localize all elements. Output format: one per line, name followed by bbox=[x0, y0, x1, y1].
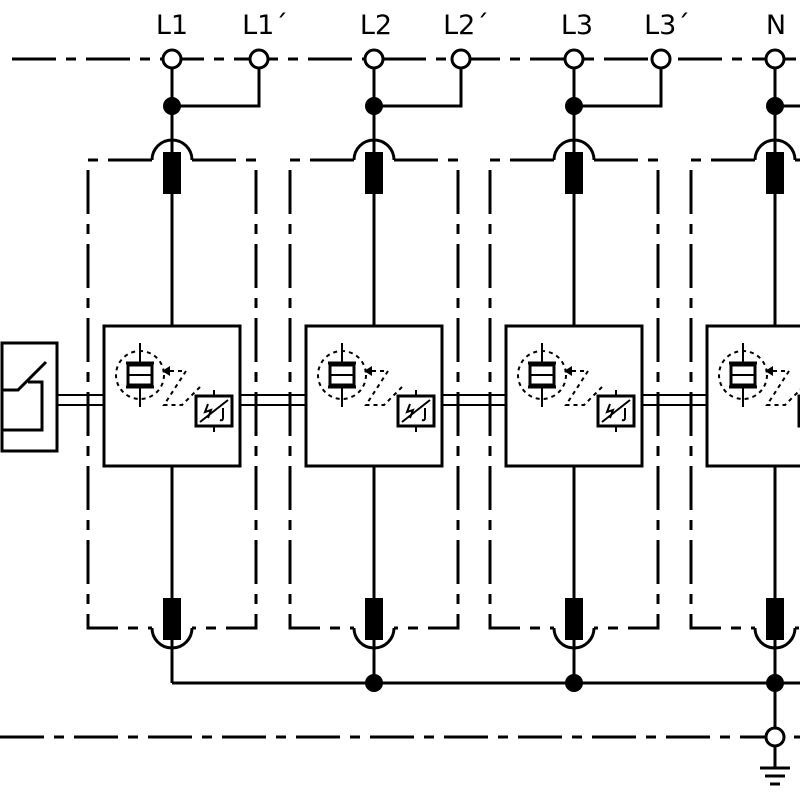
terminal-label-l1-prime: L1´ bbox=[242, 10, 288, 41]
junction-top-n bbox=[766, 97, 784, 115]
terminal-n bbox=[764, 48, 786, 70]
trip-arrow-l1 bbox=[162, 366, 170, 376]
terminal-l3-prime bbox=[650, 48, 672, 70]
pe-terminal bbox=[764, 726, 786, 748]
protection-pole-l3 bbox=[488, 48, 672, 683]
terminal-l1 bbox=[161, 48, 183, 70]
plug-contact-bottom-l1 bbox=[150, 627, 194, 650]
prime-link-l3 bbox=[574, 68, 663, 108]
lightning-icon-l1 bbox=[203, 403, 213, 419]
trip-linkage-n bbox=[765, 370, 800, 406]
trip-arrow-n bbox=[765, 366, 773, 376]
lightning-icon-l2 bbox=[405, 403, 415, 419]
fuse-bottom-l1 bbox=[163, 598, 181, 640]
terminal-labels: L1 L1´ L2 L2´ L3 L3´ N bbox=[156, 10, 786, 41]
plug-contact-bottom-l3 bbox=[552, 627, 596, 650]
trip-linkage-l1 bbox=[162, 370, 201, 406]
module-outline-left-n bbox=[689, 158, 755, 630]
terminal-label-l1: L1 bbox=[156, 10, 188, 41]
module-outline-right-l1 bbox=[192, 158, 258, 630]
plug-contact-top-n bbox=[753, 138, 797, 161]
protection-pole-n bbox=[689, 48, 800, 683]
terminal-label-l3-prime: L3´ bbox=[644, 10, 690, 41]
fuse-bottom-n bbox=[766, 598, 784, 640]
plug-contact-bottom-l2 bbox=[352, 627, 396, 650]
module-outline-right-l2 bbox=[394, 158, 460, 630]
module-outline-left-l1 bbox=[86, 158, 152, 630]
junction-top-l3 bbox=[565, 97, 583, 115]
fuse-bottom-l2 bbox=[365, 598, 383, 640]
lightning-icon-l3 bbox=[605, 403, 615, 419]
plug-contact-bottom-n bbox=[753, 627, 797, 650]
bus-junction-l2 bbox=[365, 674, 383, 692]
bus-junction-l3 bbox=[565, 674, 583, 692]
terminal-label-l3: L3 bbox=[561, 10, 593, 41]
terminal-l1-prime bbox=[248, 48, 270, 70]
terminal-label-l2: L2 bbox=[360, 10, 392, 41]
module-outline-left-l3 bbox=[488, 158, 554, 630]
terminal-l2-prime bbox=[450, 48, 472, 70]
fuse-top-l2 bbox=[365, 152, 383, 194]
fuse-top-l1 bbox=[163, 152, 181, 194]
trip-linkage-l2 bbox=[364, 370, 403, 406]
trip-linkage-l3 bbox=[564, 370, 603, 406]
junction-top-l1 bbox=[163, 97, 181, 115]
protection-pole-l2 bbox=[288, 48, 472, 683]
terminal-label-l2-prime: L2´ bbox=[443, 10, 489, 41]
module-outline-left-l2 bbox=[288, 158, 354, 630]
plug-contact-top-l3 bbox=[552, 138, 596, 161]
prime-link-l1 bbox=[172, 68, 261, 108]
junction-top-l2 bbox=[365, 97, 383, 115]
terminal-l2 bbox=[363, 48, 385, 70]
earth-terminal bbox=[760, 683, 790, 786]
fuse-top-l3 bbox=[565, 152, 583, 194]
trip-arrow-l2 bbox=[364, 366, 372, 376]
prime-link-l2 bbox=[374, 68, 463, 108]
module-outline-right-l3 bbox=[594, 158, 660, 630]
plug-contact-top-l1 bbox=[150, 138, 194, 161]
terminal-label-n: N bbox=[766, 10, 786, 41]
remote-signal-contact bbox=[0, 341, 59, 453]
switch-contact-icon bbox=[2, 360, 48, 392]
plug-contact-top-l2 bbox=[352, 138, 396, 161]
terminal-l3 bbox=[563, 48, 585, 70]
trip-arrow-l3 bbox=[564, 366, 572, 376]
remote-signal-box bbox=[0, 341, 59, 453]
protection-pole-l1 bbox=[86, 48, 270, 683]
fuse-top-n bbox=[766, 152, 784, 194]
fuse-bottom-l3 bbox=[565, 598, 583, 640]
